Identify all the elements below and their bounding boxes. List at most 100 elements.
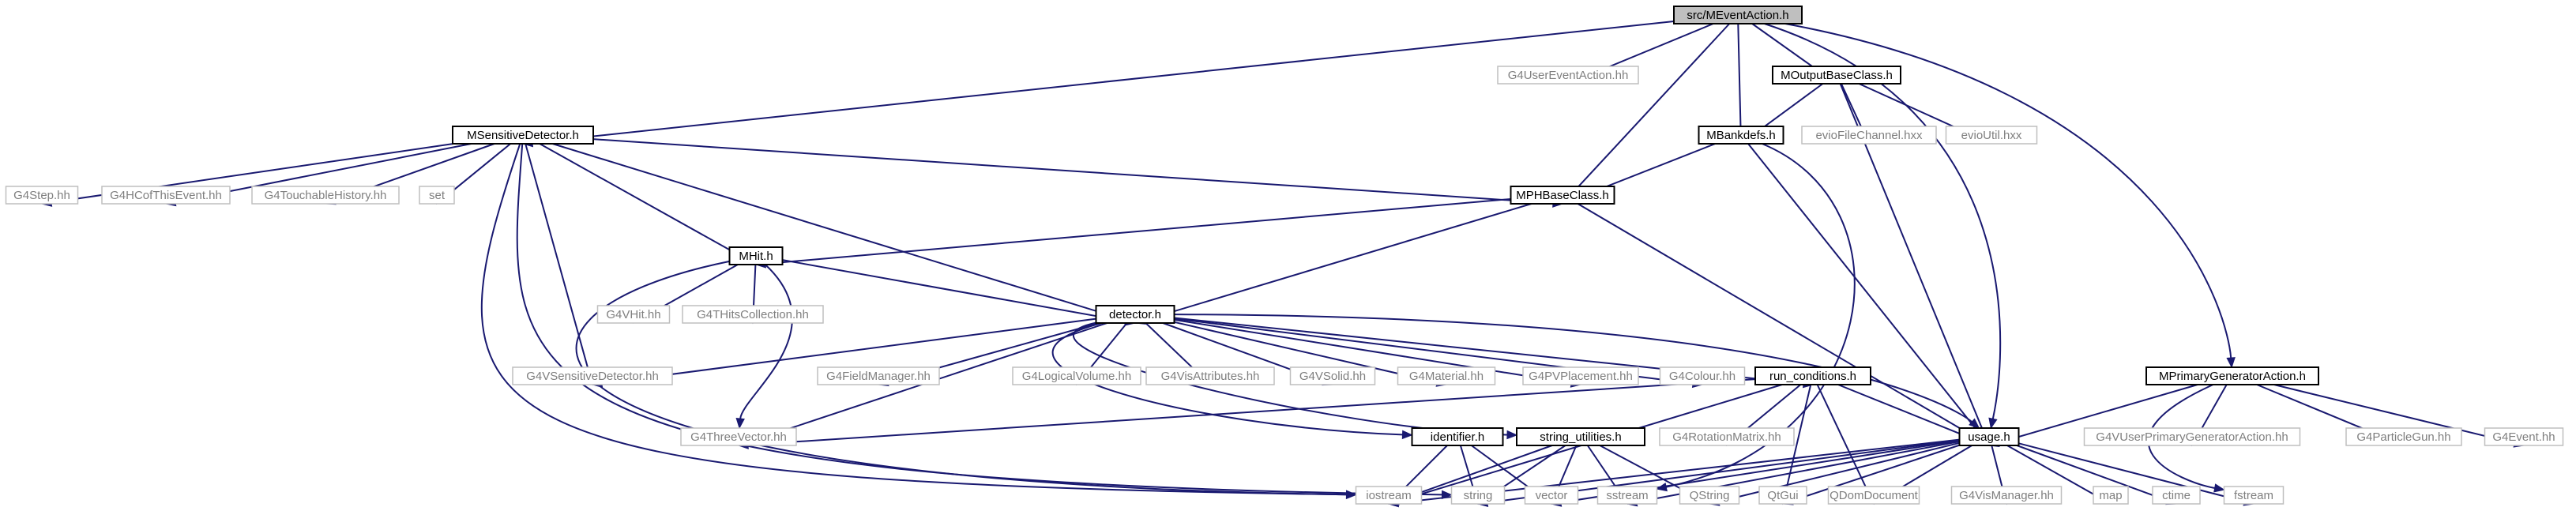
edge-msensitivedetector-to-detector	[552, 143, 1137, 325]
node-box	[512, 366, 673, 385]
node-g4touchablehistory: G4TouchableHistory.hh	[251, 186, 400, 205]
node-box	[251, 186, 400, 205]
node-box	[596, 305, 671, 324]
node-label: MPHBaseClass.h	[1516, 189, 1609, 202]
node-detector[interactable]: detector.h	[1095, 305, 1175, 324]
node-label: string	[1464, 489, 1493, 502]
node-label: evioFileChannel.hxx	[1815, 129, 1923, 142]
edge-mprimarygeneratoraction-to-fstream	[2147, 384, 2225, 493]
node-box	[1772, 66, 1901, 85]
node-mhit[interactable]: MHit.h	[728, 246, 784, 265]
edge-line	[2273, 384, 2515, 445]
node-msensitivedetector[interactable]: MSensitiveDetector.h	[452, 126, 594, 145]
edge-line	[739, 264, 793, 419]
node-label: G4ParticleGun.hh	[2356, 430, 2450, 444]
edge-meventaction-to-mprimarygeneratoraction	[1784, 23, 2236, 369]
node-map: map	[2093, 486, 2129, 505]
arrowhead	[1988, 417, 1998, 430]
edge-mhit-to-detector	[782, 259, 1137, 326]
arrowhead	[1506, 430, 1518, 440]
node-g4vsensitivedetector: G4VSensitiveDetector.hh	[512, 366, 673, 385]
node-string-utilities[interactable]: string_utilities.h	[1516, 427, 1645, 446]
arrowhead	[735, 418, 745, 430]
node-g4vsolid: G4VSolid.hh	[1289, 366, 1376, 385]
node-qtgui: QtGui	[1758, 486, 1807, 505]
node-label: QString	[1690, 489, 1730, 502]
edge-line	[443, 143, 511, 199]
edge-line	[525, 143, 591, 376]
node-label: G4TouchableHistory.hh	[265, 189, 387, 202]
node-label: run_conditions.h	[1769, 370, 1856, 383]
node-label: G4PVPlacement.hh	[1529, 370, 1633, 383]
node-box	[1596, 486, 1658, 505]
arrowhead	[1345, 490, 1357, 499]
node-box	[1758, 486, 1807, 505]
node-moutputbaseclass[interactable]: MOutputBaseClass.h	[1772, 66, 1901, 85]
edge-mphbaseclass-to-usage	[1577, 203, 1991, 446]
node-set: set	[419, 186, 455, 205]
node-box	[682, 305, 824, 324]
node-box	[1355, 486, 1423, 505]
node-box	[1145, 366, 1275, 385]
node-ctime: ctime	[2152, 486, 2201, 505]
node-box	[2145, 366, 2319, 385]
node-mprimarygeneratoraction[interactable]: MPrimaryGeneratorAction.h	[2145, 366, 2319, 385]
node-label: set	[429, 189, 446, 202]
node-label: G4VHit.hh	[606, 308, 660, 321]
edge-line	[1568, 23, 1731, 197]
node-box	[5, 186, 79, 205]
edge-line	[2016, 445, 2168, 502]
edge-line	[2006, 445, 2104, 500]
node-box	[2152, 486, 2201, 505]
node-box	[1827, 486, 1920, 505]
node-box	[1012, 366, 1141, 385]
node-label: G4UserEventAction.hh	[1508, 69, 1629, 82]
node-label: map	[2099, 489, 2122, 502]
node-g4thitscollection: G4THitsCollection.hh	[682, 305, 824, 324]
node-iostream: iostream	[1355, 486, 1423, 505]
edge-line	[1577, 203, 1982, 441]
node-g4colour: G4Colour.hh	[1659, 366, 1746, 385]
node-g4material: G4Material.hh	[1397, 366, 1496, 385]
node-label: G4VisAttributes.hh	[1161, 370, 1260, 383]
edge-line	[1174, 314, 1972, 423]
node-label: MSensitiveDetector.h	[467, 129, 579, 142]
node-label: G4VSolid.hh	[1299, 370, 1366, 383]
node-usage[interactable]: usage.h	[1958, 427, 2020, 446]
edge-msensitivedetector-to-mphbaseclass	[592, 138, 1564, 208]
node-box	[2345, 427, 2462, 446]
arrowhead	[2226, 357, 2236, 369]
edge-line	[2147, 384, 2215, 489]
edge-line	[1747, 143, 1984, 439]
node-identifier[interactable]: identifier.h	[1411, 427, 1504, 446]
node-label: G4VisManager.hh	[1959, 489, 2054, 502]
edge-line	[1837, 384, 1981, 443]
node-label: G4RotationMatrix.hh	[1672, 430, 1781, 444]
node-box	[1659, 366, 1746, 385]
node-box	[2223, 486, 2285, 505]
edge-mbankdefs-to-usage	[1747, 143, 1990, 447]
edge-msensitivedetector-to-g4vsensitivedetector	[525, 143, 595, 386]
node-mbankdefs[interactable]: MBankdefs.h	[1698, 126, 1784, 145]
node-meventaction[interactable]: src/MEventAction.h	[1673, 6, 1803, 24]
node-box	[1958, 427, 2020, 446]
node-run-conditions[interactable]: run_conditions.h	[1754, 366, 1871, 385]
node-box	[1698, 126, 1784, 145]
node-label: MOutputBaseClass.h	[1781, 69, 1893, 82]
node-box	[2093, 486, 2129, 505]
node-g4pvplacement: G4PVPlacement.hh	[1522, 366, 1639, 385]
edge-detector-to-usage	[1174, 314, 1980, 429]
node-box	[101, 186, 231, 205]
node-g4usereventaction: G4UserEventAction.hh	[1497, 66, 1639, 85]
node-box	[1673, 6, 1803, 24]
edge-line	[480, 143, 1347, 496]
node-g4rotationmatrix: G4RotationMatrix.hh	[1659, 427, 1795, 446]
node-label: G4VUserPrimaryGeneratorAction.hh	[2096, 430, 2288, 444]
node-g4visattributes: G4VisAttributes.hh	[1145, 366, 1275, 385]
node-mphbaseclass[interactable]: MPHBaseClass.h	[1510, 186, 1615, 205]
arrowhead	[2213, 483, 2225, 493]
node-label: G4Material.hh	[1409, 370, 1484, 383]
edge-mphbaseclass-to-mhit	[754, 197, 1511, 269]
edge-detector-to-identifier	[1051, 322, 1413, 440]
